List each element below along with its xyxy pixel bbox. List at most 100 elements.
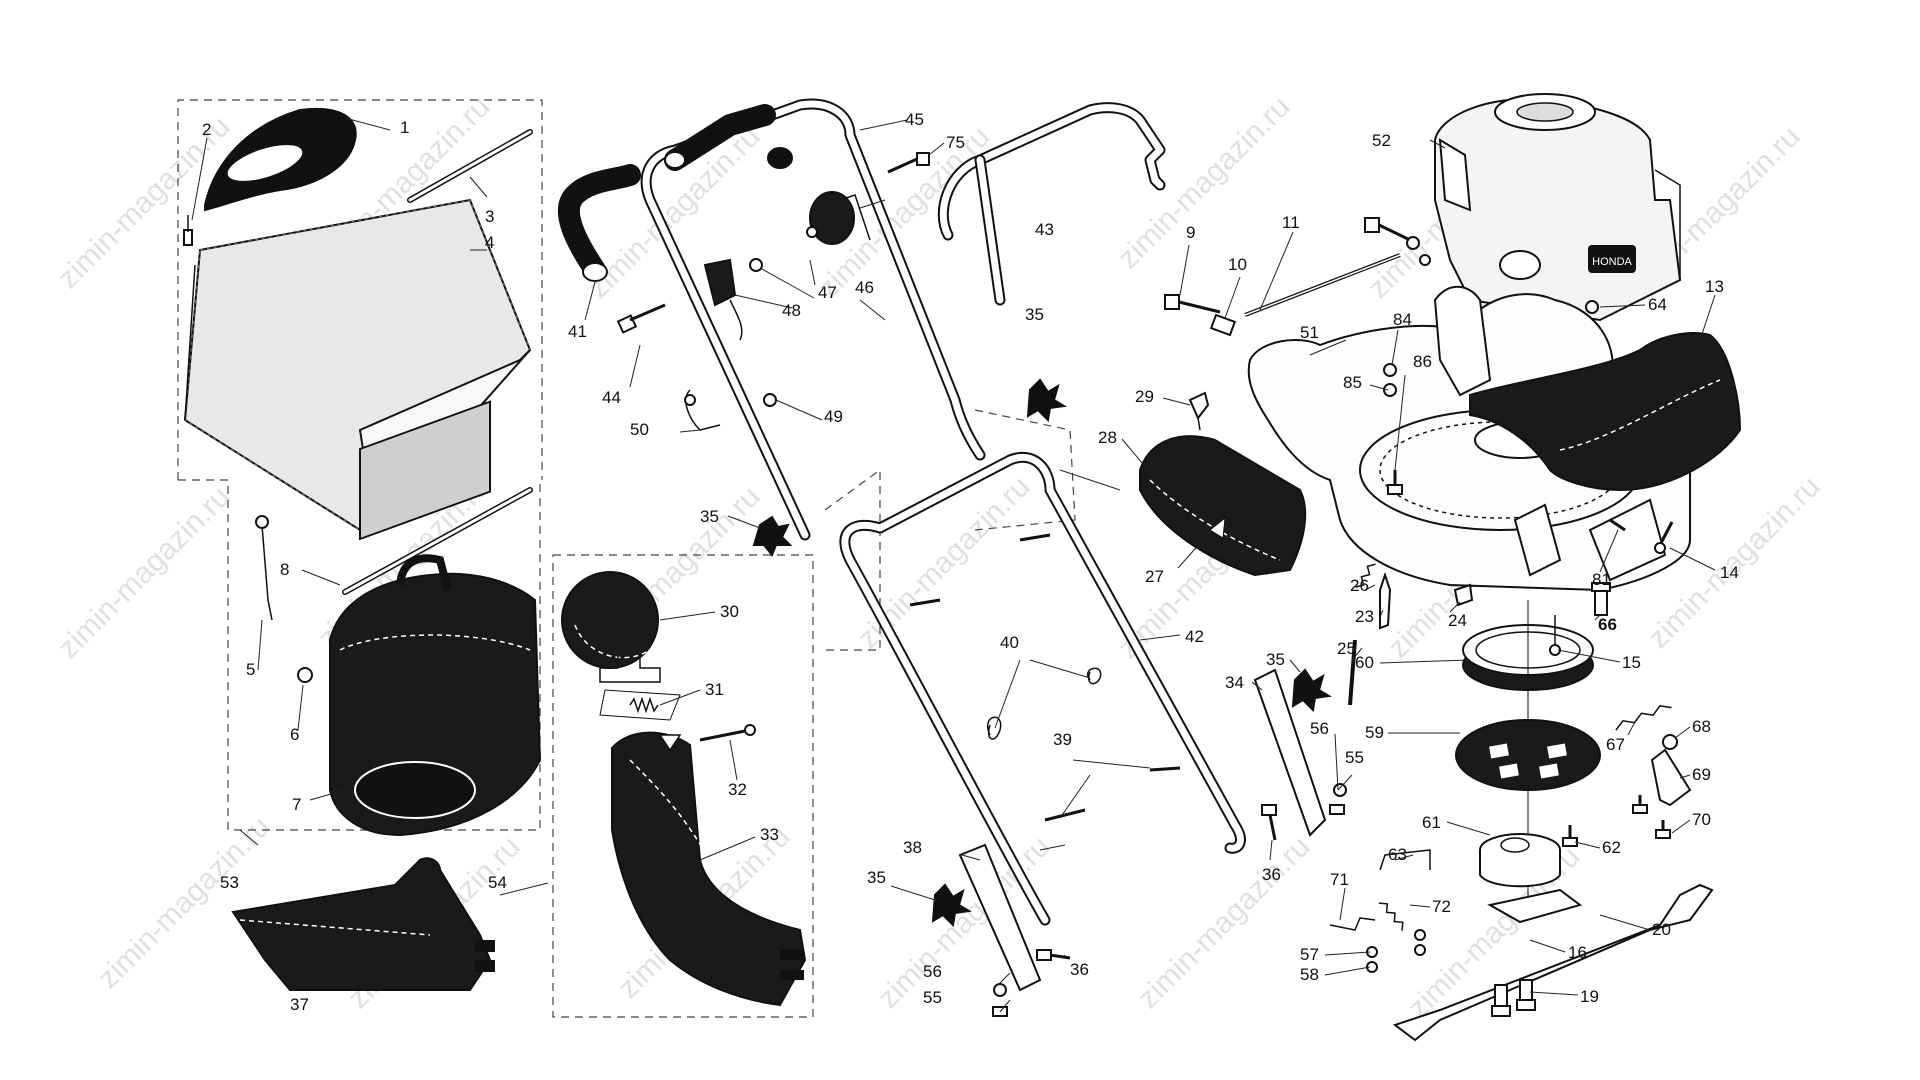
mulch-chute-group-frame: [552, 554, 814, 1018]
part-label-57: 57: [1300, 945, 1319, 964]
part-label-86: 86: [1413, 352, 1432, 371]
brake-spring: [1378, 902, 1404, 931]
height-adjust-bracket: [1253, 668, 1327, 837]
part-label-47: 47: [818, 283, 837, 302]
grass-bag-assembly: [183, 108, 542, 991]
axle-bracket: [1209, 313, 1237, 337]
part-label-34: 34: [1225, 673, 1244, 692]
part-label-7: 7: [292, 795, 301, 814]
discharge-chute-assembly: [561, 571, 807, 1007]
brake-linkage: [1379, 571, 1392, 630]
blade-bolt: [1516, 979, 1536, 1011]
handle-link-bracket: [958, 843, 1042, 992]
part-label-23: 23: [1355, 607, 1374, 626]
grass-bag-lower-frame: [178, 479, 541, 831]
lever-spring: [1615, 705, 1672, 731]
brake-lever: [1650, 748, 1692, 807]
deck-bolt: [1654, 521, 1674, 554]
part-label-71: 71: [1330, 870, 1349, 889]
washer: [1333, 783, 1347, 797]
brake-pin: [1348, 639, 1357, 706]
part-label-75: 75: [946, 133, 965, 152]
watermark: zimin-magazin.ru: [52, 480, 237, 665]
part-label-81: 81: [1592, 570, 1611, 589]
part-label-37: 37: [290, 995, 309, 1014]
lever-pivot: [1662, 734, 1678, 750]
part-label-56a: 56: [1310, 719, 1329, 738]
part-label-63: 63: [1388, 845, 1407, 864]
part-label-20: 20: [1652, 920, 1671, 939]
upper-handle-assembly: [557, 98, 986, 541]
discharge-knob: [1188, 391, 1210, 431]
part-label-25: 25: [1337, 639, 1356, 658]
axle-bolt: [1164, 294, 1221, 314]
part-label-14: 14: [1720, 563, 1739, 582]
part-label-64: 64: [1648, 295, 1667, 314]
cable-end: [1329, 917, 1376, 931]
part-label-32: 32: [728, 780, 747, 799]
part-label-84: 84: [1393, 310, 1412, 329]
part-label-35a: 35: [1025, 305, 1044, 324]
part-label-36a: 36: [1262, 865, 1281, 884]
rear-grass-deflector: [329, 554, 542, 837]
part-label-44: 44: [602, 388, 621, 407]
brake-pad: [1453, 583, 1474, 607]
part-label-48: 48: [782, 301, 801, 320]
discharge-chute-body: [611, 731, 807, 1007]
part-label-9: 9: [1186, 223, 1195, 242]
engine-badge: HONDA: [1592, 256, 1632, 268]
part-label-68: 68: [1692, 717, 1711, 736]
blade-adapter: [1487, 888, 1583, 924]
blade-assembly: [1329, 563, 1714, 1042]
part-label-1: 1: [400, 118, 409, 137]
blade-bolt: [1491, 984, 1511, 1017]
part-label-61: 61: [1422, 813, 1441, 832]
part-labels: 1 2 3 4 5 6 7 8 9 10 11 13 14 15 16 19 2…: [202, 110, 1739, 1014]
part-label-69: 69: [1692, 765, 1711, 784]
part-label-38: 38: [903, 838, 922, 857]
deck-bolt: [1609, 518, 1626, 532]
engine: HONDA: [1434, 93, 1682, 322]
part-label-51: 51: [1300, 323, 1319, 342]
part-label-31: 31: [705, 680, 724, 699]
part-label-4: 4: [485, 233, 494, 252]
part-label-62: 62: [1602, 838, 1621, 857]
part-label-8: 8: [280, 560, 289, 579]
part-label-43: 43: [1035, 220, 1054, 239]
brake-return-spring: [1355, 563, 1376, 588]
mower-blade: [1392, 883, 1714, 1042]
throttle-bolt: [887, 152, 930, 174]
part-label-36b: 36: [1070, 960, 1089, 979]
part-label-67: 67: [1606, 735, 1625, 754]
deck-screw: [1387, 470, 1403, 495]
handle-spring-clip: [1087, 667, 1102, 685]
hub-screw: [1562, 825, 1578, 847]
handle-link-frame: [824, 468, 881, 651]
lower-handle-assembly: [752, 378, 1347, 1017]
control-bail: [937, 102, 1166, 306]
deck-washer: [1383, 383, 1397, 397]
part-label-56b: 56: [923, 962, 942, 981]
handle-nut: [763, 393, 777, 407]
part-label-52: 52: [1372, 131, 1391, 150]
lever-screw: [1655, 820, 1671, 839]
part-label-27: 27: [1145, 567, 1164, 586]
bag-handle: [204, 108, 357, 212]
part-label-2: 2: [202, 120, 211, 139]
part-label-24: 24: [1448, 611, 1467, 630]
bag-wire-hook: [261, 524, 273, 621]
part-label-53: 53: [220, 873, 239, 892]
part-label-85: 85: [1343, 373, 1362, 392]
part-label-42: 42: [1185, 627, 1204, 646]
part-label-60: 60: [1355, 653, 1374, 672]
chute-pin: [699, 728, 751, 742]
blade-hub: [1479, 833, 1561, 888]
handle-grip-top: [664, 104, 776, 171]
deck-nut: [1383, 363, 1397, 377]
part-label-55a: 55: [1345, 748, 1364, 767]
part-label-41: 41: [568, 322, 587, 341]
part-label-3: 3: [485, 207, 494, 226]
brake-cable-wire: [1379, 849, 1431, 871]
bag-clip: [183, 215, 193, 246]
